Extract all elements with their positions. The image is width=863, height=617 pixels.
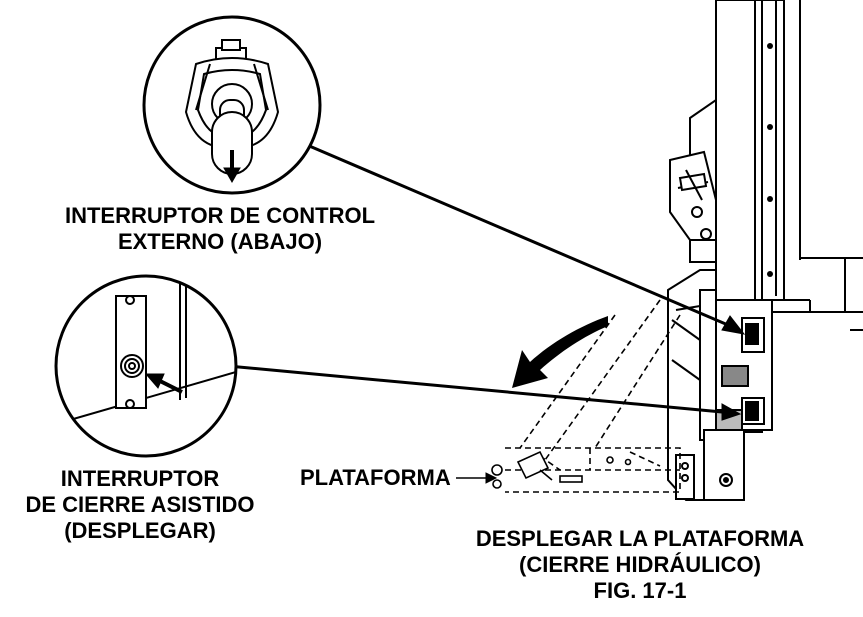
label-external-switch: INTERRUPTOR DE CONTROL EXTERNO (ABAJO) xyxy=(40,203,400,255)
label-external-switch-line2: EXTERNO (ABAJO) xyxy=(117,229,323,254)
down-arrow-icon xyxy=(223,150,241,184)
label-assist-switch-line3: (DESPLEGAR) xyxy=(64,518,216,543)
caption-line1: DESPLEGAR LA PLATAFORMA xyxy=(475,526,805,551)
label-assist-switch: INTERRUPTOR DE CIERRE ASISTIDO (DESPLEGA… xyxy=(0,466,280,544)
figure-number: FIG. 17-1 xyxy=(593,578,687,603)
label-external-switch-line1: INTERRUPTOR DE CONTROL xyxy=(64,203,376,228)
label-platform: PLATAFORMA xyxy=(300,465,451,490)
pointer-arrow-icon xyxy=(144,373,183,394)
platform-hardware xyxy=(491,450,632,489)
label-assist-switch-line1: INTERRUPTOR xyxy=(60,466,220,491)
detail-circle-toggle-switch xyxy=(142,15,322,195)
detail-circle-assist-switch xyxy=(54,274,238,458)
post-bolts xyxy=(767,43,773,277)
caption-line2: (CIERRE HIDRÁULICO) xyxy=(519,552,761,577)
figure-caption: DESPLEGAR LA PLATAFORMA (CIERRE HIDRÁULI… xyxy=(440,526,840,604)
leader-arrows xyxy=(227,140,746,484)
hinge-bracket xyxy=(669,98,717,263)
label-assist-switch-line2: DE CIERRE ASISTIDO xyxy=(25,492,255,517)
platform-dashed-outline xyxy=(505,299,681,493)
deploy-curved-arrow xyxy=(512,316,608,388)
